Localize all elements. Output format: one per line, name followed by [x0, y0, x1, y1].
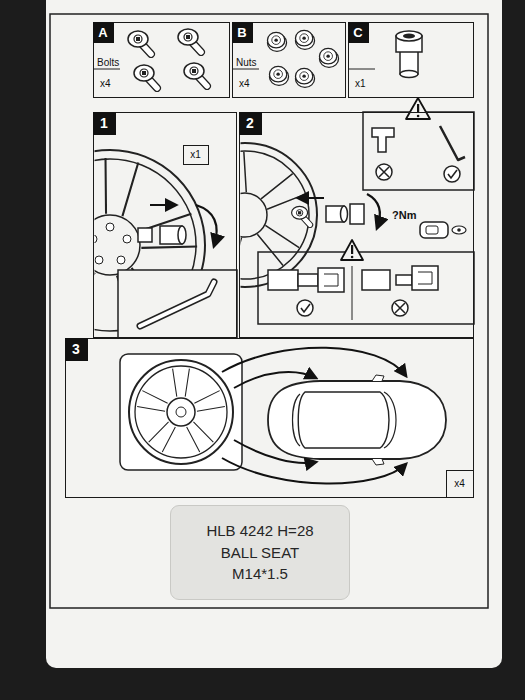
text-slot: x4 — [100, 73, 111, 91]
parts-panel: A Bolts x4 — [93, 22, 230, 98]
label-sticker: HLB 4242 H=28BALL SEATM14*1.5 — [170, 505, 350, 600]
text-slot: A — [93, 22, 114, 43]
text-slot: x4 — [239, 73, 250, 91]
panel-label: x4 — [239, 78, 250, 90]
text-slot: Nuts — [236, 52, 257, 70]
step-tab: 1 — [93, 112, 116, 135]
parts-panel: Cx1 — [348, 22, 474, 98]
panel-label: Nuts — [236, 57, 257, 69]
step-tab: B — [232, 22, 253, 43]
label-line: M14*1.5 — [232, 563, 288, 585]
text-slot: 3 — [65, 338, 88, 361]
panel-label: x1 — [355, 78, 366, 90]
text-slot: ?Nm — [392, 205, 416, 223]
step-panel: 2 ?Nm — [239, 112, 474, 338]
panel-label: x1 — [190, 149, 201, 161]
panel-label: ?Nm — [392, 209, 416, 222]
step-panel: 3 x4 — [65, 338, 474, 498]
label-line: BALL SEAT — [221, 542, 299, 564]
parts-panel: B Nuts x4 — [232, 22, 346, 98]
step-tab: 2 — [239, 112, 262, 135]
count-box: x4 — [446, 470, 474, 498]
text-slot: x1 — [355, 73, 366, 91]
text-slot: C — [348, 22, 369, 43]
text-slot: Bolts — [97, 52, 119, 70]
step-panel: 1 x1 — [93, 112, 237, 338]
text-slot: 1 — [93, 112, 116, 135]
label-line: HLB 4242 H=28 — [206, 520, 313, 542]
step-tab: A — [93, 22, 114, 43]
text-slot: 2 — [239, 112, 262, 135]
panel-label: x4 — [454, 478, 465, 490]
text-slot: B — [232, 22, 253, 43]
step-tab: 3 — [65, 338, 88, 361]
count-box: x1 — [183, 145, 209, 165]
panel-label: x4 — [100, 78, 111, 90]
step-tab: C — [348, 22, 369, 43]
panel-label: Bolts — [97, 57, 119, 69]
